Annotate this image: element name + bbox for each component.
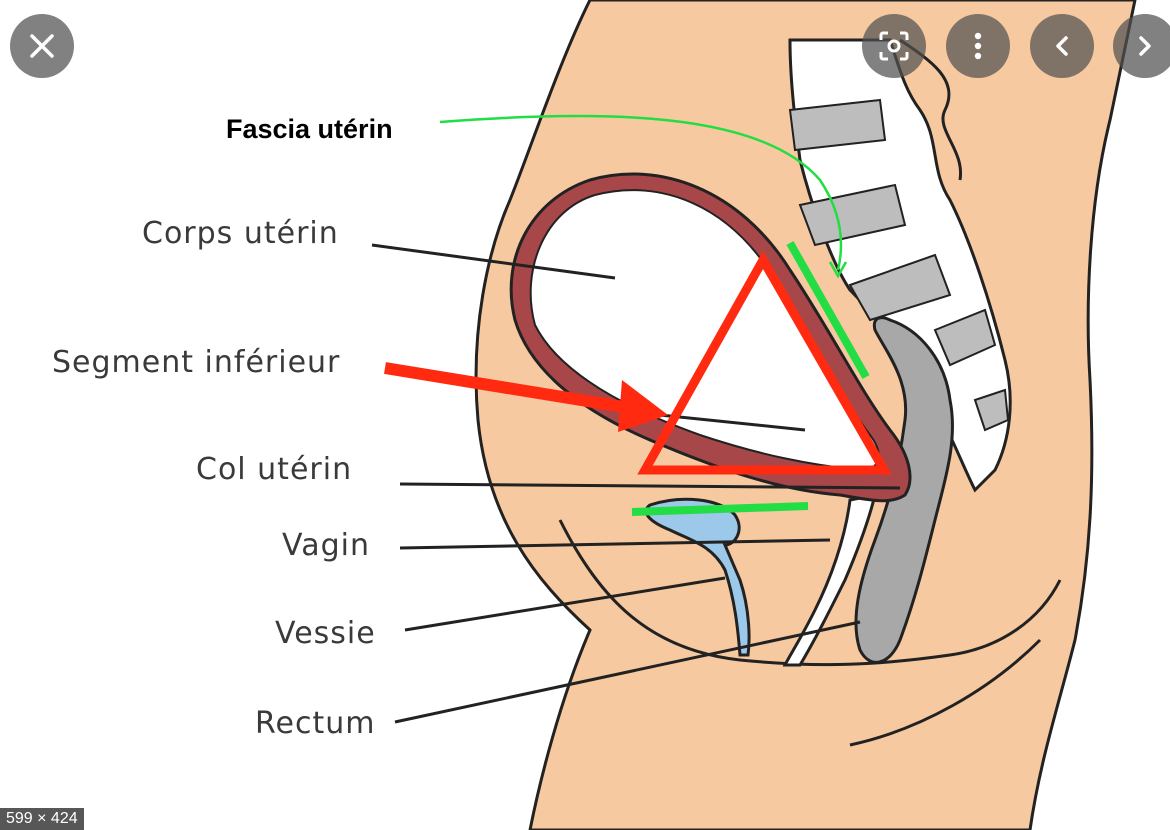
- label-segment: Segment inférieur: [52, 345, 341, 380]
- leader-vagin: [399, 538, 831, 550]
- vertebra-3: [848, 253, 952, 322]
- lens-button[interactable]: [862, 14, 926, 78]
- leader-rectum: [394, 620, 861, 724]
- label-corps: Corps utérin: [142, 216, 339, 251]
- lens-icon: [879, 31, 909, 61]
- previous-button[interactable]: [1030, 14, 1094, 78]
- thigh-contour: [558, 519, 1062, 667]
- label-vessie: Vessie: [275, 616, 376, 651]
- image-size-badge: 599 × 424: [0, 808, 84, 830]
- label-fascia: Fascia utérin: [226, 114, 393, 144]
- chevron-right-icon: [1139, 36, 1151, 56]
- red-arrow-shaft: [384, 362, 631, 414]
- label-col: Col utérin: [196, 452, 353, 487]
- leader-vessie: [404, 576, 726, 632]
- red-arrowhead: [618, 380, 668, 432]
- close-button[interactable]: [10, 14, 74, 78]
- more-vertical-icon: [974, 32, 982, 60]
- leader-col: [399, 482, 901, 490]
- green-bar-fascia: [786, 241, 870, 379]
- fascia-arrowhead: [828, 261, 848, 279]
- vagina-shape: [782, 493, 878, 667]
- next-button[interactable]: [1113, 14, 1170, 78]
- bladder-shape: [644, 497, 751, 657]
- vertebra-5: [973, 388, 1010, 432]
- label-vagin: Vagin: [282, 528, 370, 563]
- more-button[interactable]: [946, 14, 1010, 78]
- red-triangle: [637, 250, 892, 475]
- green-bar-low: [631, 502, 809, 516]
- leader-corps: [371, 243, 616, 280]
- label-rectum: Rectum: [255, 706, 376, 741]
- lower-line: [849, 638, 1042, 747]
- close-icon: [30, 34, 54, 58]
- spine-edge: [899, 38, 963, 181]
- fascia-arrow: [439, 114, 843, 271]
- leader-segment: [659, 413, 806, 432]
- chevron-left-icon: [1056, 36, 1068, 56]
- vertebra-4: [933, 308, 997, 367]
- vertebra-1: [788, 98, 887, 152]
- vertebra-2: [798, 183, 907, 247]
